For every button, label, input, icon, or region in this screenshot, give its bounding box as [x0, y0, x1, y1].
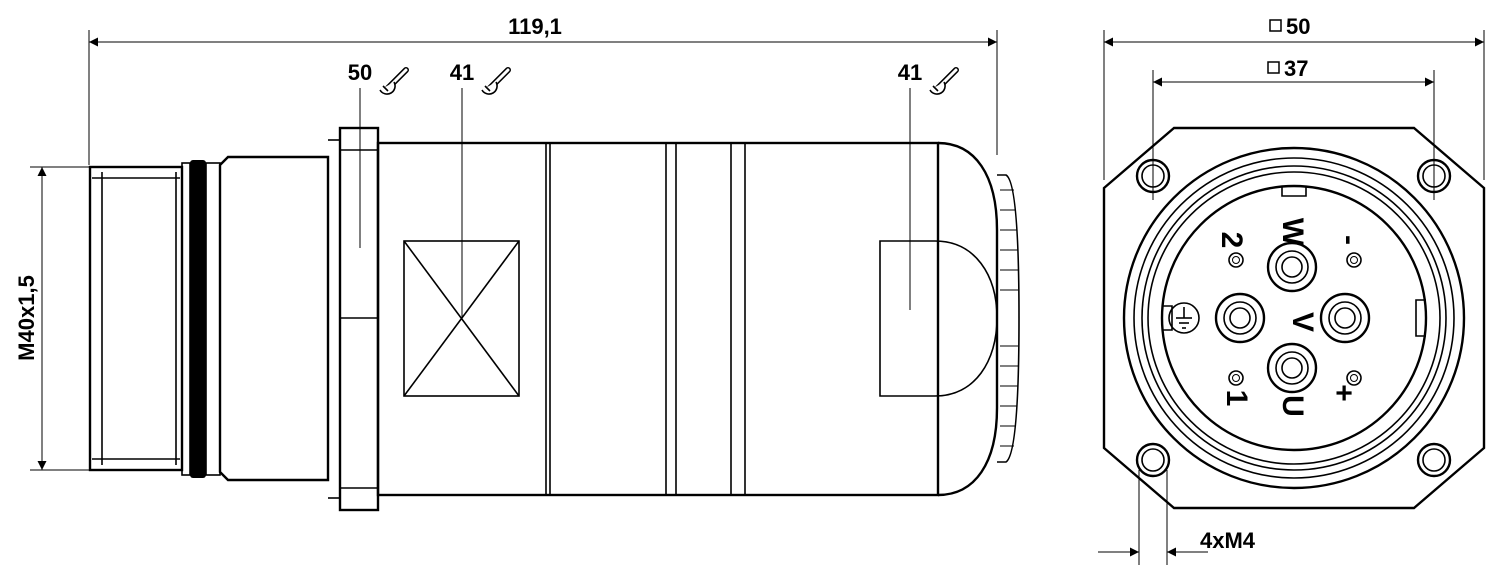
wrench-flats-50 — [338, 126, 380, 512]
contact-u — [1266, 342, 1318, 394]
housing-neck — [218, 155, 330, 482]
pin-label-w: W — [1276, 218, 1309, 247]
coding-key-right — [1415, 299, 1426, 337]
front-view: 50 37 — [1098, 14, 1486, 565]
wrench-flats-41-rear — [879, 240, 998, 397]
insert-face — [1160, 184, 1428, 452]
contact-w — [1266, 241, 1318, 293]
pin-label-minus: - — [1333, 235, 1366, 245]
pin-label-2: 2 — [1215, 232, 1248, 249]
wrench-size-50: 50 — [348, 60, 372, 85]
ground-symbol-icon — [1168, 302, 1200, 334]
coding-key-top — [1281, 186, 1307, 197]
thread-label: M40x1,5 — [14, 275, 39, 361]
side-view: 119,1 M40x1,5 — [14, 14, 1020, 512]
wrench-size-41-rear: 41 — [898, 60, 922, 85]
wrench-icon — [482, 70, 508, 94]
threaded-nose — [88, 165, 184, 472]
mounting-holes — [1135, 158, 1452, 478]
overall-length-label: 119,1 — [508, 14, 562, 39]
square-flange — [1102, 126, 1486, 510]
square-symbol-icon — [1267, 61, 1280, 74]
coding-key-left — [1162, 305, 1173, 331]
signal-contacts — [1228, 252, 1362, 386]
flange-size-label: 50 — [1286, 14, 1310, 39]
pin-label-plus: + — [1327, 384, 1360, 402]
cable-gland — [997, 174, 1020, 463]
pin-label-1: 1 — [1220, 390, 1253, 407]
main-body — [376, 141, 940, 497]
mounting-screws-label: 4xM4 — [1200, 528, 1256, 553]
hole-spacing-label: 37 — [1284, 56, 1308, 81]
contact-pe — [1214, 292, 1266, 344]
rear-cap — [937, 141, 999, 497]
outer-ring — [1122, 146, 1466, 490]
contact-v — [1319, 292, 1371, 344]
o-ring — [190, 160, 206, 478]
wrench-size-41-front: 41 — [450, 60, 474, 85]
pin-label-u: U — [1276, 395, 1309, 417]
pin-label-v: V — [1286, 312, 1319, 332]
square-symbol-icon — [1269, 19, 1282, 32]
wrench-icon — [380, 70, 406, 94]
wrench-icon — [930, 70, 956, 94]
